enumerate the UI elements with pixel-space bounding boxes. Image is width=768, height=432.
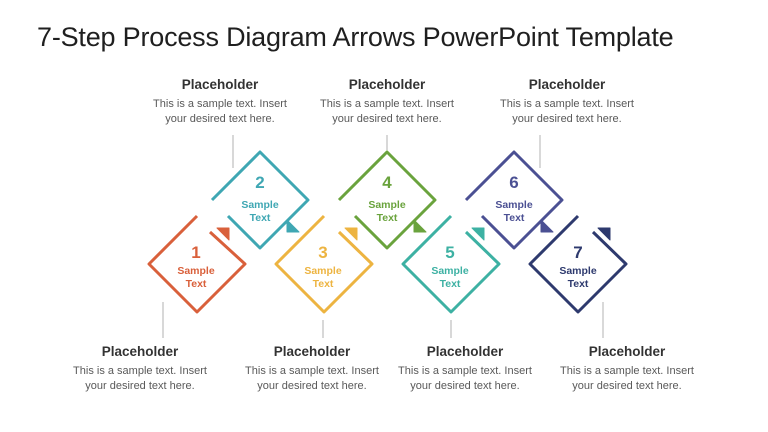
- process-step-2: 2 Sample Text: [210, 150, 310, 250]
- placeholder-body-line2: your desired text here.: [332, 113, 442, 125]
- process-step-5: 5 Sample Text: [401, 214, 501, 314]
- step-3-text-line1: Sample: [304, 265, 342, 277]
- process-step-4: 4 Sample Text: [337, 150, 437, 250]
- step-6-text-line1: Sample: [495, 199, 533, 211]
- placeholder-label-top-2: Placeholder This is a sample text. Inser…: [307, 77, 467, 127]
- step-2-number: 2: [255, 173, 264, 192]
- placeholder-label-top-1: Placeholder This is a sample text. Inser…: [140, 77, 300, 127]
- step-6-number: 6: [509, 173, 518, 192]
- placeholder-body-line1: This is a sample text. Insert: [245, 365, 379, 377]
- step-3-arrow-icon: [344, 227, 358, 241]
- step-3-text-line2: Text: [313, 278, 334, 290]
- placeholder-heading: Placeholder: [588, 344, 666, 359]
- step-2-diamond: [210, 150, 310, 250]
- placeholder-heading: Placeholder: [273, 344, 351, 359]
- step-7-arrow-icon: [597, 227, 611, 241]
- step-7-diamond: [528, 214, 628, 314]
- step-6-text-line2: Text: [504, 212, 525, 224]
- step-4-text-line1: Sample: [368, 199, 406, 211]
- placeholder-label-bottom-2: Placeholder This is a sample text. Inser…: [232, 344, 392, 394]
- step-6-arrow-icon: [540, 219, 554, 233]
- process-step-6: 6 Sample Text: [464, 150, 564, 250]
- placeholder-heading: Placeholder: [101, 344, 179, 359]
- step-3-number: 3: [318, 243, 327, 262]
- step-6-diamond: [464, 150, 564, 250]
- step-4-arrow-icon: [413, 219, 427, 233]
- step-5-text-line1: Sample: [431, 265, 469, 277]
- placeholder-body-line1: This is a sample text. Insert: [320, 98, 454, 110]
- step-7-text-line2: Text: [568, 278, 589, 290]
- placeholder-body-line1: This is a sample text. Insert: [73, 365, 207, 377]
- placeholder-body-line2: your desired text here.: [85, 380, 195, 392]
- placeholder-label-top-3: Placeholder This is a sample text. Inser…: [487, 77, 647, 127]
- step-1-arrow-icon: [216, 227, 230, 241]
- placeholder-body-line1: This is a sample text. Insert: [153, 98, 287, 110]
- step-7-text-line1: Sample: [559, 265, 597, 277]
- placeholder-body-line2: your desired text here.: [165, 113, 275, 125]
- step-5-diamond: [401, 214, 501, 314]
- placeholder-label-bottom-3: Placeholder This is a sample text. Inser…: [385, 344, 545, 394]
- placeholder-label-bottom-1: Placeholder This is a sample text. Inser…: [60, 344, 220, 394]
- step-5-number: 5: [445, 243, 454, 262]
- slide-title: 7-Step Process Diagram Arrows PowerPoint…: [37, 22, 674, 52]
- step-2-text-line2: Text: [250, 212, 271, 224]
- step-1-diamond: [147, 214, 247, 314]
- placeholder-body-line2: your desired text here.: [512, 113, 622, 125]
- step-2-arrow-icon: [286, 219, 300, 233]
- step-4-diamond: [337, 150, 437, 250]
- placeholder-body-line2: your desired text here.: [257, 380, 367, 392]
- process-step-1: 1 Sample Text: [147, 214, 247, 314]
- placeholder-label-bottom-4: Placeholder This is a sample text. Inser…: [547, 344, 707, 394]
- step-1-number: 1: [191, 243, 200, 262]
- placeholder-heading: Placeholder: [426, 344, 504, 359]
- placeholder-body-line2: your desired text here.: [410, 380, 520, 392]
- placeholder-heading: Placeholder: [528, 77, 606, 92]
- step-5-text-line2: Text: [440, 278, 461, 290]
- process-step-3: 3 Sample Text: [274, 214, 374, 314]
- placeholder-body-line1: This is a sample text. Insert: [560, 365, 694, 377]
- step-3-diamond: [274, 214, 374, 314]
- placeholder-heading: Placeholder: [181, 77, 259, 92]
- process-step-7: 7 Sample Text: [528, 214, 628, 314]
- placeholder-body-line1: This is a sample text. Insert: [398, 365, 532, 377]
- step-1-text-line2: Text: [186, 278, 207, 290]
- placeholder-heading: Placeholder: [348, 77, 426, 92]
- placeholder-body-line2: your desired text here.: [572, 380, 682, 392]
- step-2-text-line1: Sample: [241, 199, 279, 211]
- placeholder-body-line1: This is a sample text. Insert: [500, 98, 634, 110]
- step-4-number: 4: [382, 173, 392, 192]
- step-4-text-line2: Text: [377, 212, 398, 224]
- step-5-arrow-icon: [471, 227, 485, 241]
- step-1-text-line1: Sample: [177, 265, 215, 277]
- step-7-number: 7: [573, 243, 582, 262]
